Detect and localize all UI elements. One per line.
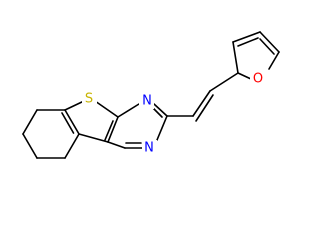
bond (232, 31, 261, 43)
bond (107, 116, 119, 143)
bond (107, 141, 126, 149)
bond (156, 115, 168, 141)
label-background (139, 93, 154, 109)
bond (22, 133, 38, 159)
bond (268, 51, 280, 70)
bond (117, 103, 140, 118)
bond (152, 107, 163, 118)
bonds (22, 31, 280, 159)
bond (64, 133, 80, 159)
bond (153, 103, 168, 117)
bond (232, 41, 239, 74)
bond (237, 72, 252, 80)
bond (237, 37, 259, 47)
bond (104, 120, 114, 141)
bond (94, 100, 119, 118)
label-background (142, 140, 157, 156)
bond (259, 31, 280, 53)
label-background (82, 91, 97, 107)
label-background (250, 70, 266, 87)
atom-labels: S N N O (82, 70, 266, 156)
bond (64, 100, 85, 111)
bond (22, 109, 38, 135)
bond (64, 109, 80, 135)
bond (192, 90, 211, 117)
nitrogen-atom-label: N (142, 94, 152, 109)
structure-canvas: S N N O (22, 31, 280, 159)
sulfur-atom-label: S (85, 92, 93, 107)
nitrogen-atom-label: N (144, 141, 154, 156)
bond (259, 38, 275, 55)
bond (61, 112, 75, 134)
bond (209, 72, 239, 92)
bond (78, 133, 109, 143)
oxygen-atom-label: O (253, 72, 263, 87)
bond (195, 94, 214, 122)
